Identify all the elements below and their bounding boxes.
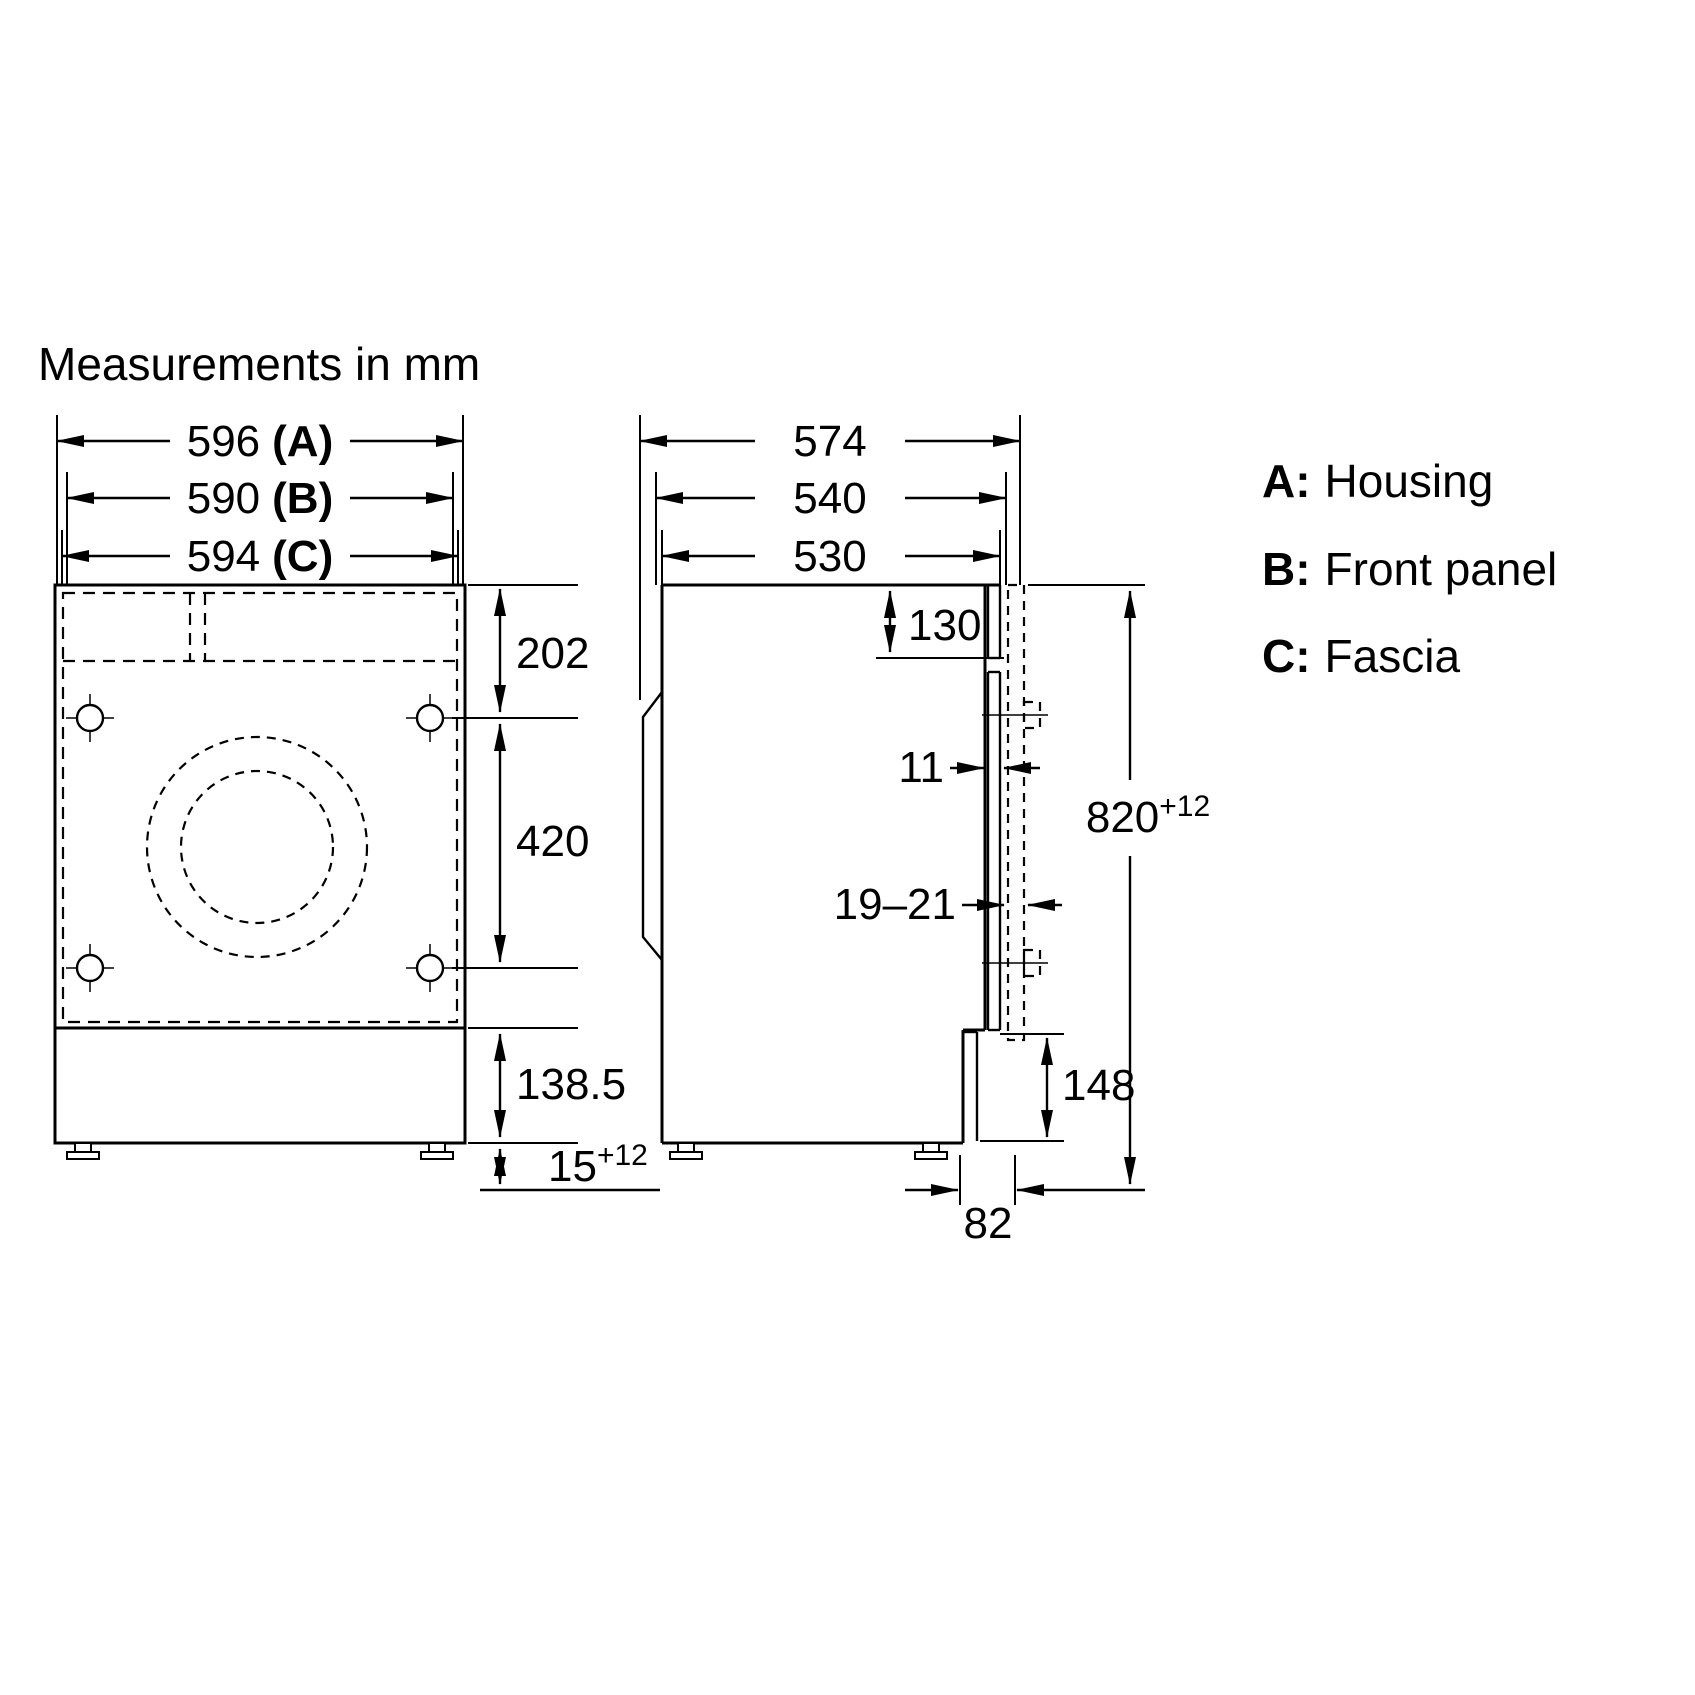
dim-label-590B: 590(B) (187, 474, 334, 523)
side-feet (669, 1142, 948, 1160)
front-height-extension-lines (452, 584, 660, 1192)
side-front-panel-strip (986, 585, 1002, 1032)
legend-item-front-panel: B:Front panel (1262, 543, 1557, 595)
side-dim-19-21: 19–21 (834, 880, 1062, 929)
side-dim-11: 11 (898, 743, 1040, 792)
dim-label-202: 202 (516, 629, 589, 678)
side-door-bulge (641, 691, 663, 961)
dim-label-15: 15+12 (548, 1139, 648, 1191)
dim-label-148: 148 (1062, 1061, 1135, 1110)
side-dim-820: 820+12 (1028, 584, 1210, 1185)
side-dim-82: 82 (905, 1155, 1145, 1248)
diagram-title: Measurements in mm (38, 338, 480, 390)
side-depth-dim-mid: 540 (655, 474, 1007, 523)
dim-label-420: 420 (516, 817, 589, 866)
dim-label-82: 82 (964, 1199, 1013, 1248)
front-feet (66, 1142, 454, 1160)
side-machine-body (641, 583, 1048, 1160)
dim-label-574: 574 (793, 417, 866, 466)
front-width-dim-fascia: 594(C) (61, 532, 459, 581)
dim-label-596A: 596(A) (187, 417, 334, 466)
front-machine-body (53, 583, 467, 1160)
front-housing-outline (53, 583, 467, 1145)
side-fascia-dashed (982, 583, 1048, 1042)
side-depth-extension-lines (639, 415, 1021, 700)
front-height-dims: 202 420 138.5 15+12 (494, 588, 648, 1191)
dim-label-540: 540 (793, 474, 866, 523)
front-width-dim-front-panel: 590(B) (66, 474, 454, 523)
legend-item-housing: A:Housing (1262, 455, 1493, 507)
front-inner-dashed-outline (61, 591, 459, 1024)
side-view: 574 540 530 (639, 415, 1210, 1248)
front-view: 596(A) 590(B) 594(C) (53, 415, 660, 1192)
dim-label-530: 530 (793, 532, 866, 581)
dim-label-19-21: 19–21 (834, 880, 956, 929)
dim-label-820: 820+12 (1086, 790, 1210, 842)
side-plinth-strip (963, 1030, 979, 1141)
dim-label-138-5: 138.5 (516, 1060, 626, 1109)
side-depth-dim-total: 574 (639, 417, 1021, 466)
front-width-dim-housing: 596(A) (56, 417, 464, 466)
side-dim-130: 130 (876, 590, 1004, 659)
dim-label-11: 11 (898, 743, 944, 792)
dim-label-594C: 594(C) (187, 532, 334, 581)
front-door-inner-circle (179, 769, 335, 925)
front-mounting-holes (66, 694, 454, 992)
dim-label-130: 130 (908, 601, 981, 650)
side-dim-148: 148 (980, 1033, 1135, 1142)
side-depth-dim-body: 530 (661, 532, 1001, 581)
legend-item-fascia: C:Fascia (1262, 630, 1460, 682)
front-door-outer-circle (145, 735, 369, 959)
legend: A:Housing B:Front panel C:Fascia (1262, 455, 1557, 682)
